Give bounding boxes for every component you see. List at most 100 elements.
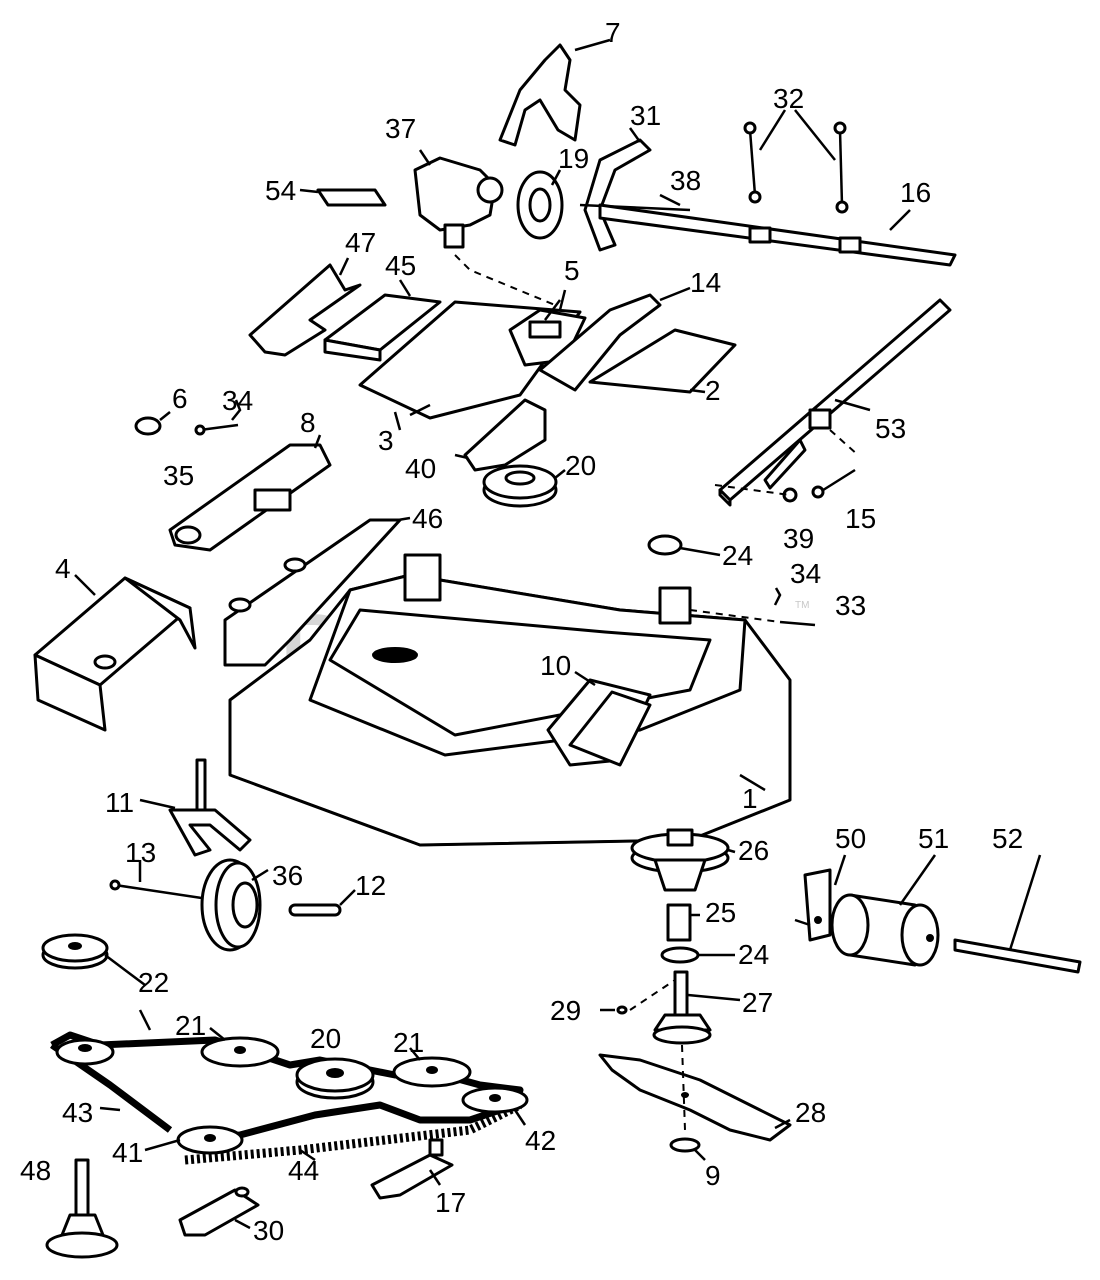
part-2-plate: [588, 328, 737, 394]
part-22-pulley: [41, 933, 146, 986]
watermark-trademark: TM: [795, 600, 809, 611]
callout-40: 40: [405, 453, 436, 484]
part-42-pulley: [461, 1086, 529, 1126]
callout-38: 38: [670, 165, 701, 196]
callout-labels: 1 2 3 4 5 6 7 8 9 10 11 12 13 14 15 16 1…: [20, 17, 1023, 1246]
callout-4: 4: [55, 553, 71, 584]
callout-1: 1: [742, 783, 758, 814]
callout-15: 15: [845, 503, 876, 534]
callout-26: 26: [738, 835, 769, 866]
part-12-pin: [288, 903, 342, 917]
callout-17: 17: [435, 1187, 466, 1218]
part-21-pulley-right: [392, 1047, 472, 1088]
part-20-pulley-lower: [295, 1057, 375, 1100]
callout-3: 3: [378, 425, 394, 456]
part-24-nut-upper: [647, 534, 683, 556]
callout-42: 42: [525, 1125, 556, 1156]
callout-24-upper: 24: [722, 540, 753, 571]
callout-53: 53: [875, 413, 906, 444]
part-4-belt-cover: [33, 574, 197, 732]
part-40-bracket: [454, 398, 547, 472]
callout-32: 32: [773, 83, 804, 114]
part-31-bracket: [583, 127, 652, 252]
callout-35: 35: [163, 460, 194, 491]
part-52-shaft: [953, 854, 1082, 974]
part-51-motor: [830, 854, 940, 967]
part-24-washer-lower: [660, 946, 700, 964]
part-9-bolt: [669, 1137, 701, 1153]
callout-47: 47: [345, 227, 376, 258]
part-33-bolt: [779, 620, 816, 627]
part-43-belt: [50, 1031, 524, 1144]
callout-33: 33: [835, 590, 866, 621]
part-20-pulley-upper: [482, 464, 566, 508]
callout-22: 22: [138, 967, 169, 998]
part-29-key: [616, 1005, 628, 1015]
assembly-line-37-5: [454, 254, 556, 306]
part-8-idler-arm: [168, 434, 332, 552]
callout-37: 37: [385, 113, 416, 144]
callout-11: 11: [105, 787, 134, 818]
callout-27: 27: [742, 987, 773, 1018]
callout-28: 28: [795, 1097, 826, 1128]
callout-51: 51: [918, 823, 949, 854]
part-14-bracket: [538, 286, 691, 392]
part-11-bracket: [139, 758, 252, 857]
callout-16: 16: [900, 177, 931, 208]
callout-6: 6: [172, 383, 188, 414]
callout-7: 7: [605, 17, 621, 48]
part-15-bolt: [714, 429, 859, 503]
callout-54: 54: [265, 175, 296, 206]
callout-50: 50: [835, 823, 866, 854]
part-7-belt-guard: [498, 38, 611, 147]
part-41-pulley: [176, 1125, 244, 1155]
part-30-bracket: [178, 1186, 260, 1237]
callout-5: 5: [564, 255, 580, 286]
callout-8: 8: [300, 407, 316, 438]
callout-52: 52: [992, 823, 1023, 854]
callout-44: 44: [288, 1155, 319, 1186]
callout-21-right: 21: [393, 1027, 424, 1058]
callout-25: 25: [705, 897, 736, 928]
part-10-bracket: [546, 670, 652, 767]
part-19-pulley: [516, 169, 564, 240]
part-22-lower-pulley: [55, 1038, 115, 1066]
part-13-bolt: [114, 883, 216, 902]
part-46-shield: [223, 516, 411, 667]
callout-48: 48: [20, 1155, 51, 1186]
part-28-blade: [598, 1053, 792, 1142]
callout-20-lower: 20: [310, 1023, 341, 1054]
part-44-belt: [184, 1100, 523, 1165]
callout-12: 12: [355, 870, 386, 901]
callout-13: 13: [125, 837, 156, 868]
part-27-spindle-shaft: [652, 970, 741, 1045]
callout-43: 43: [62, 1097, 93, 1128]
callout-29: 29: [550, 995, 581, 1026]
part-25-sleeve: [666, 903, 692, 942]
part-17-bracket: [370, 1138, 454, 1200]
callout-46: 46: [412, 503, 443, 534]
callout-41: 41: [112, 1137, 143, 1168]
part-47-plate: [248, 257, 362, 357]
callout-14: 14: [690, 267, 721, 298]
callout-24-lower: 24: [738, 939, 769, 970]
part-36-pulley: [200, 858, 269, 952]
callout-31: 31: [630, 100, 661, 131]
part-26-spindle-housing: [630, 828, 736, 892]
callout-10: 10: [540, 650, 571, 681]
callout-36: 36: [272, 860, 303, 891]
part-16-lift-rod: [598, 203, 957, 267]
callout-20-upper: 20: [565, 450, 596, 481]
part-48-spindle: [45, 1158, 119, 1259]
callout-19: 19: [558, 143, 589, 174]
part-34-pin-right: [773, 587, 782, 606]
part-45-block: [323, 279, 442, 362]
callout-34-right: 34: [790, 558, 821, 589]
callout-34-left: 34: [222, 385, 253, 416]
callout-45: 45: [385, 250, 416, 281]
part-50-bracket: [794, 854, 847, 942]
callout-30: 30: [253, 1215, 284, 1246]
part-37-gearbox: [413, 149, 504, 249]
callout-2: 2: [705, 375, 721, 406]
